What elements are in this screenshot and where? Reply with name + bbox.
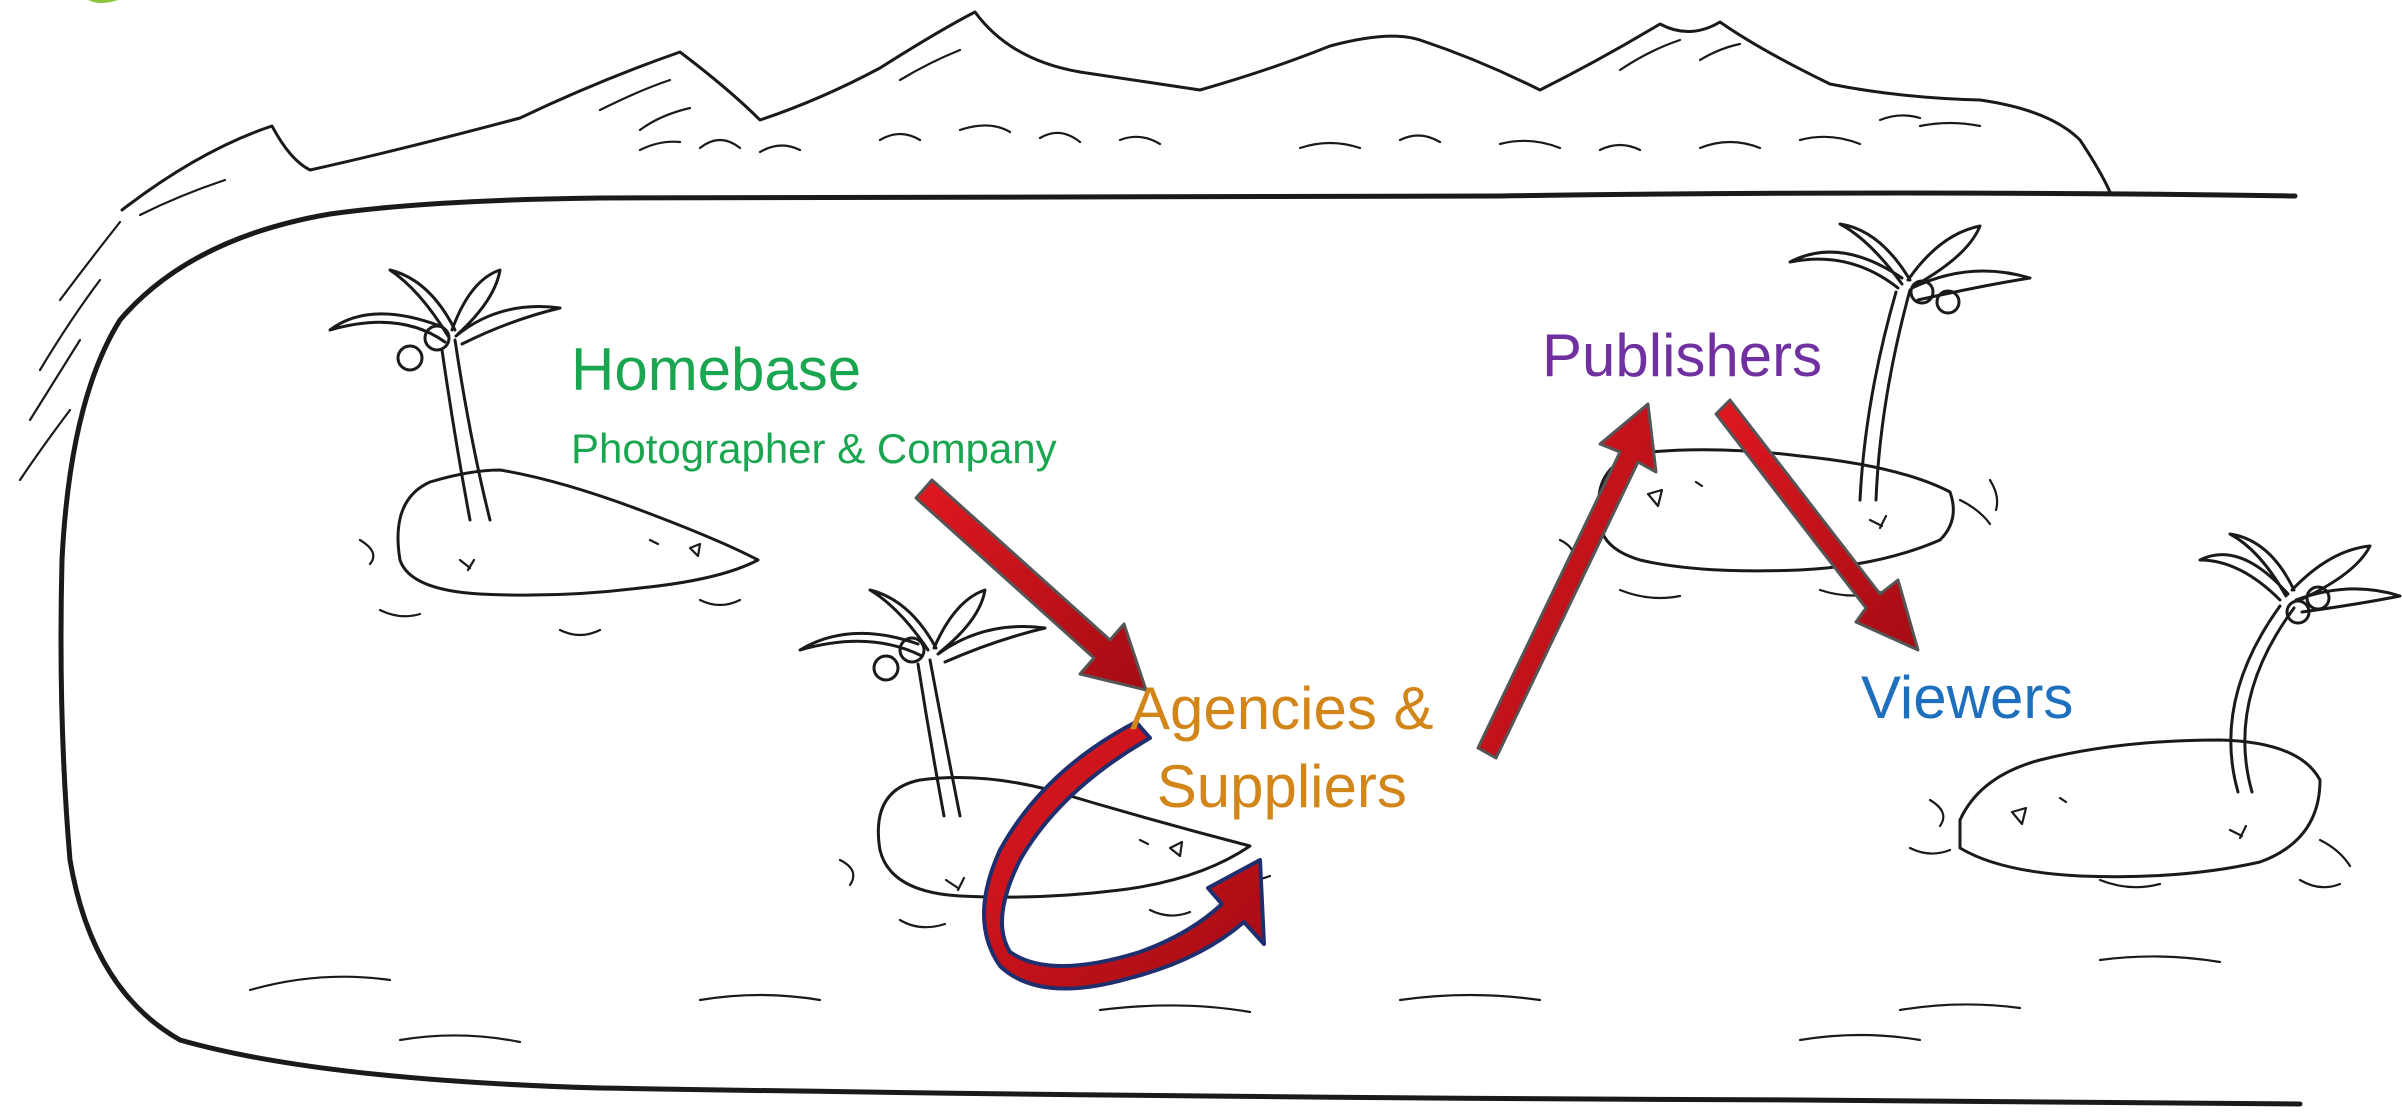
curved-arrow-agencies-loop [982, 720, 1266, 991]
island-publishers [1558, 222, 2032, 600]
arrow-publishers-to-viewers [1714, 398, 1920, 652]
label-homebase-subtitle: Photographer & Company [571, 425, 1057, 472]
arrow-homebase-to-agencies [914, 478, 1148, 692]
label-agencies-line2: Suppliers [1156, 753, 1407, 820]
arrow-agencies-to-publishers [1476, 402, 1658, 760]
flow-arrows [914, 398, 1920, 991]
corner-mark [88, 0, 118, 3]
island-agencies [798, 588, 1272, 929]
lake-outline [18, 190, 2303, 1107]
mountain-range [120, 10, 2112, 217]
label-agencies-line1: Agencies & [1130, 675, 1434, 742]
label-agencies-suppliers: Agencies & Suppliers [1130, 670, 1434, 826]
label-viewers: Viewers [1861, 664, 2074, 731]
label-publishers: Publishers [1542, 322, 1823, 389]
island-homebase [328, 268, 760, 637]
island-viewers [1908, 532, 2402, 889]
label-homebase: Homebase [571, 336, 862, 403]
